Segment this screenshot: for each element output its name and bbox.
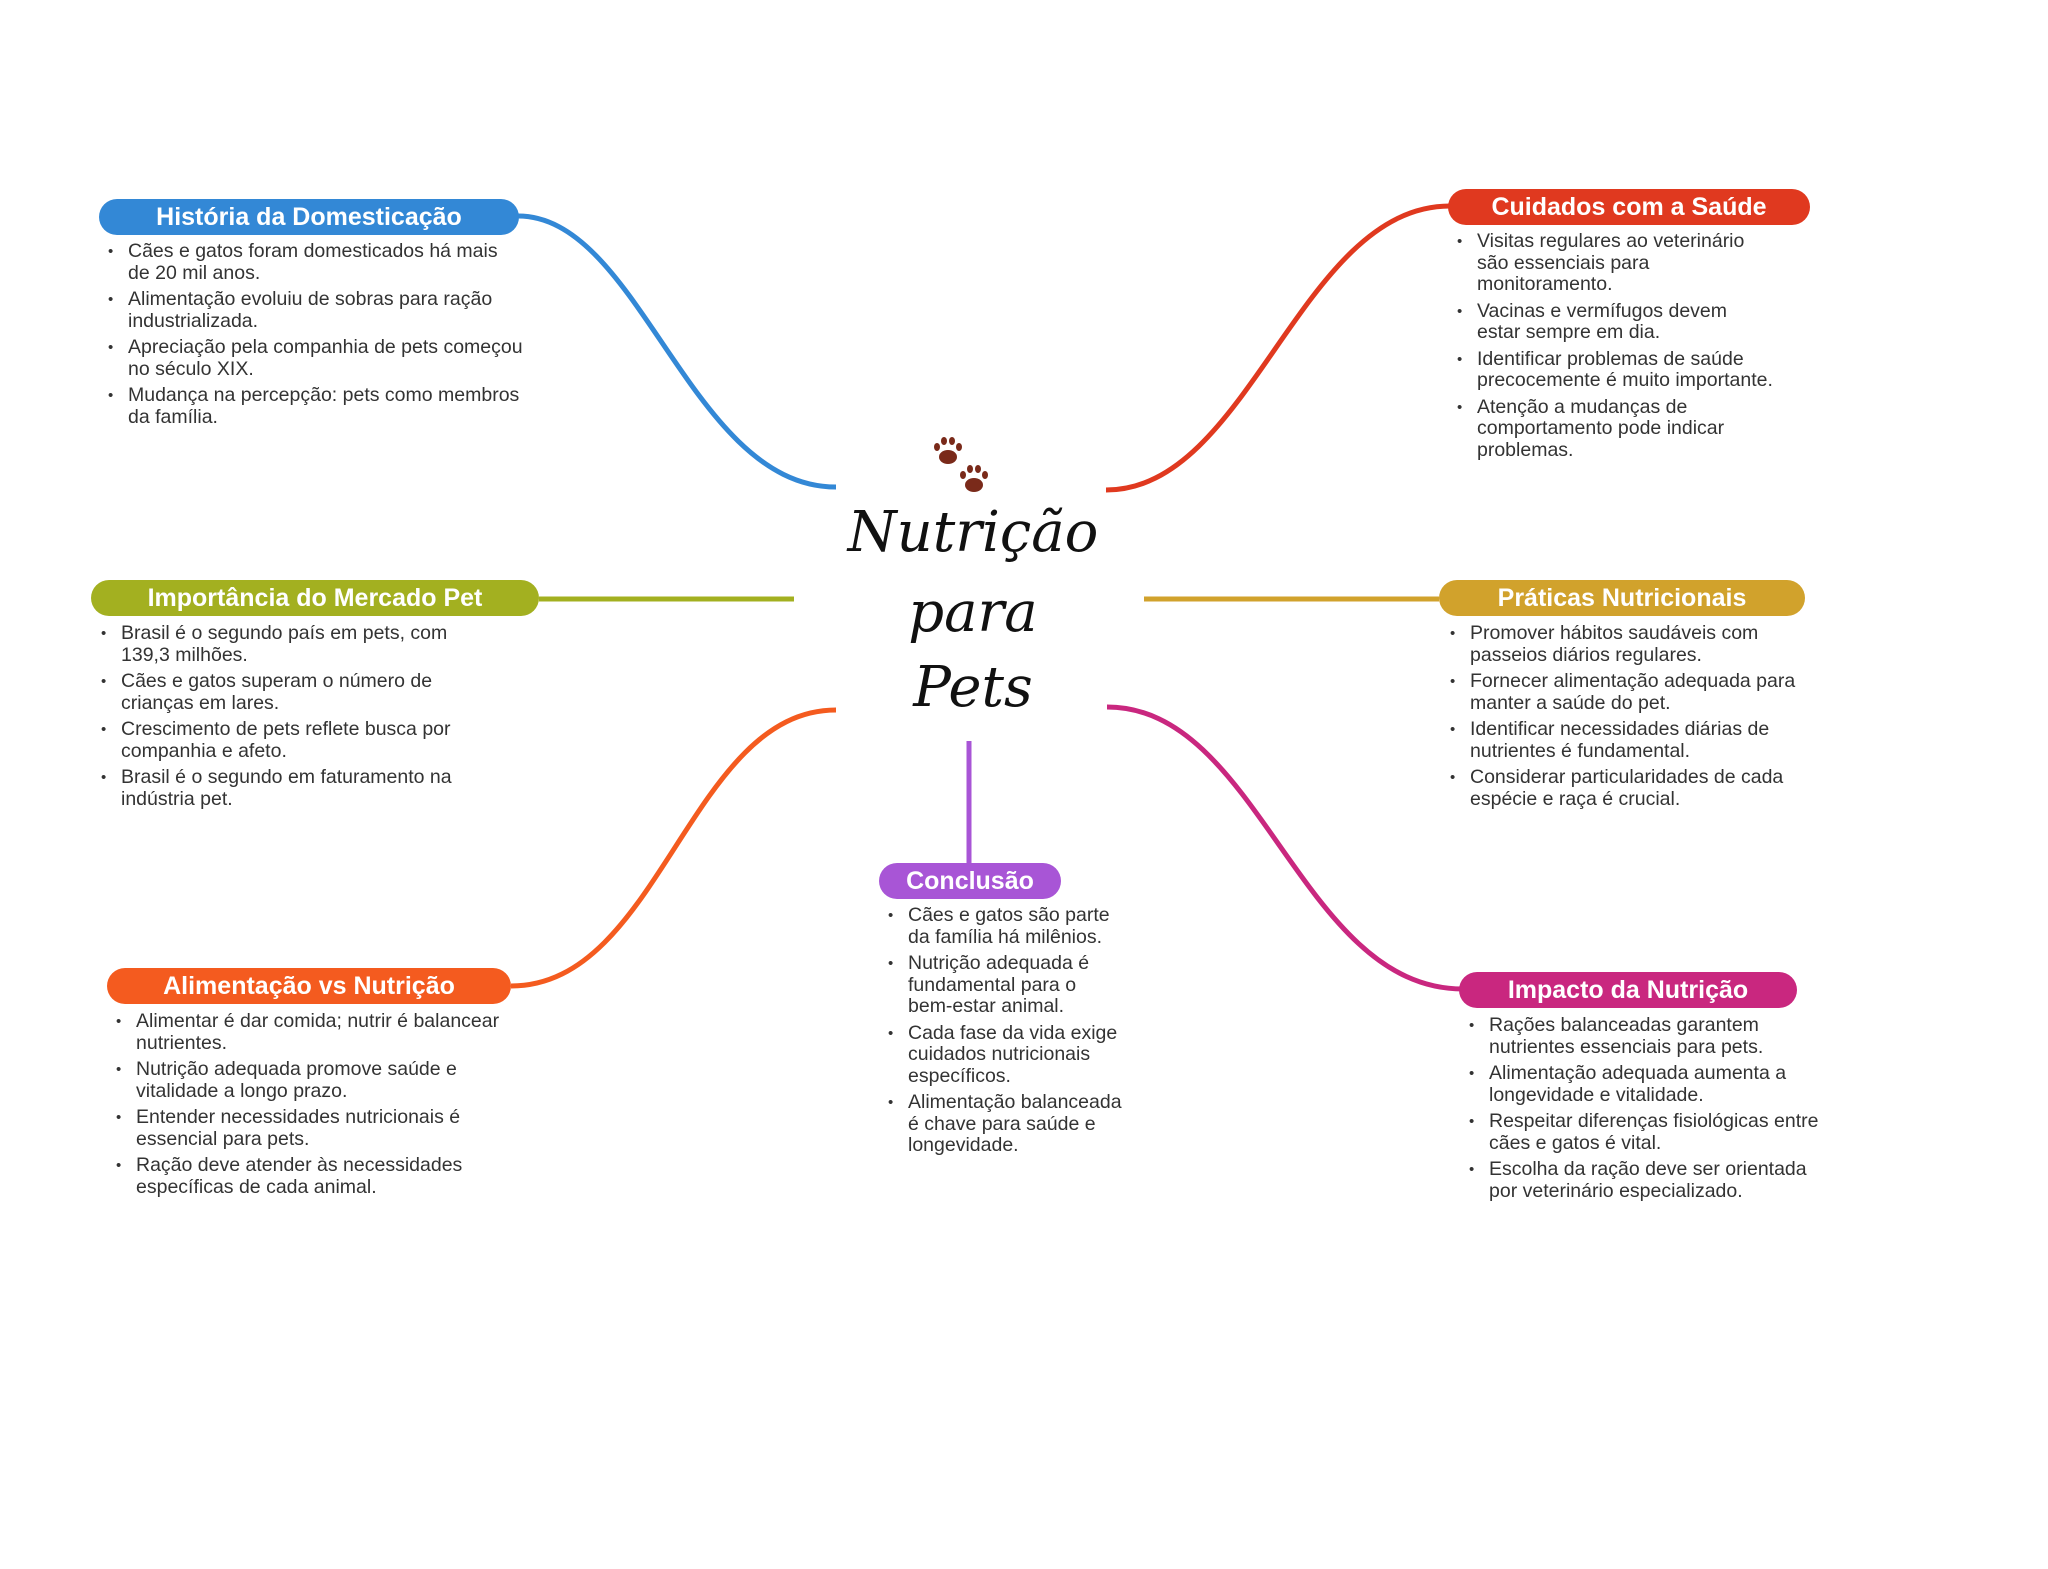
list-item: Ração deve atender às necessidades espec… [112, 1154, 512, 1198]
list-item: Rações balanceadas garantem nutrientes e… [1465, 1014, 1835, 1058]
list-item: Considerar particularidades de cada espé… [1446, 766, 1806, 810]
central-title-line3: Pets [913, 655, 1033, 720]
list-item: Alimentar é dar comida; nutrir é balance… [112, 1010, 512, 1054]
connector-historia [517, 213, 837, 490]
list-item: Respeitar diferenças fisiológicas entre … [1465, 1110, 1835, 1154]
connector-cuidados [1105, 203, 1451, 493]
central-title-line1: Nutrição [847, 500, 1099, 565]
list-item: Alimentação adequada aumenta a longevida… [1465, 1062, 1835, 1106]
list-item: Promover hábitos saudáveis com passeios … [1446, 622, 1806, 666]
list-alimentacao: Alimentar é dar comida; nutrir é balance… [112, 1010, 512, 1203]
list-item: Alimentação evoluiu de sobras para ração… [104, 288, 524, 332]
central-title-line2: para [908, 580, 1038, 645]
connector-impacto [1106, 704, 1464, 992]
list-item: Nutrição adequada promove saúde e vitali… [112, 1058, 512, 1102]
list-item: Identificar problemas de saúde precoceme… [1453, 348, 1773, 392]
paw-prints-icon [934, 437, 988, 492]
list-mercado: Brasil é o segundo país em pets, com 139… [97, 622, 497, 815]
topic-alimentacao[interactable]: Alimentação vs Nutrição [107, 968, 511, 1004]
topic-conclusao[interactable]: Conclusão [879, 863, 1061, 899]
list-item: Visitas regulares ao veterinário são ess… [1453, 230, 1773, 296]
list-historia: Cães e gatos foram domesticados há mais … [104, 240, 524, 433]
list-item: Escolha da ração deve ser orientada por … [1465, 1158, 1835, 1202]
topic-impacto[interactable]: Impacto da Nutrição [1459, 972, 1797, 1008]
list-conclusao: Cães e gatos são parte da família há mil… [884, 904, 1124, 1162]
list-item: Apreciação pela companhia de pets começo… [104, 336, 524, 380]
connector-alimentacao [510, 707, 837, 989]
topic-historia[interactable]: História da Domesticação [99, 199, 519, 235]
list-impacto: Rações balanceadas garantem nutrientes e… [1465, 1014, 1835, 1207]
list-item: Brasil é o segundo país em pets, com 139… [97, 622, 497, 666]
list-item: Atenção a mudanças de comportamento pode… [1453, 396, 1773, 462]
topic-cuidados[interactable]: Cuidados com a Saúde [1448, 189, 1810, 225]
list-item: Entender necessidades nutricionais é ess… [112, 1106, 512, 1150]
topic-mercado[interactable]: Importância do Mercado Pet [91, 580, 539, 616]
list-item: Cães e gatos foram domesticados há mais … [104, 240, 524, 284]
list-item: Mudança na percepção: pets como membros … [104, 384, 524, 428]
list-item: Cães e gatos superam o número de criança… [97, 670, 497, 714]
list-item: Cada fase da vida exige cuidados nutrici… [884, 1022, 1124, 1088]
list-item: Fornecer alimentação adequada para mante… [1446, 670, 1806, 714]
list-item: Crescimento de pets reflete busca por co… [97, 718, 497, 762]
list-item: Vacinas e vermífugos devem estar sempre … [1453, 300, 1773, 344]
list-item: Identificar necessidades diárias de nutr… [1446, 718, 1806, 762]
list-item: Cães e gatos são parte da família há mil… [884, 904, 1124, 948]
list-item: Nutrição adequada é fundamental para o b… [884, 952, 1124, 1018]
list-cuidados: Visitas regulares ao veterinário são ess… [1453, 230, 1773, 466]
list-praticas: Promover hábitos saudáveis com passeios … [1446, 622, 1806, 815]
list-item: Alimentação balanceada é chave para saúd… [884, 1091, 1124, 1157]
list-item: Brasil é o segundo em faturamento na ind… [97, 766, 497, 810]
topic-praticas[interactable]: Práticas Nutricionais [1439, 580, 1805, 616]
